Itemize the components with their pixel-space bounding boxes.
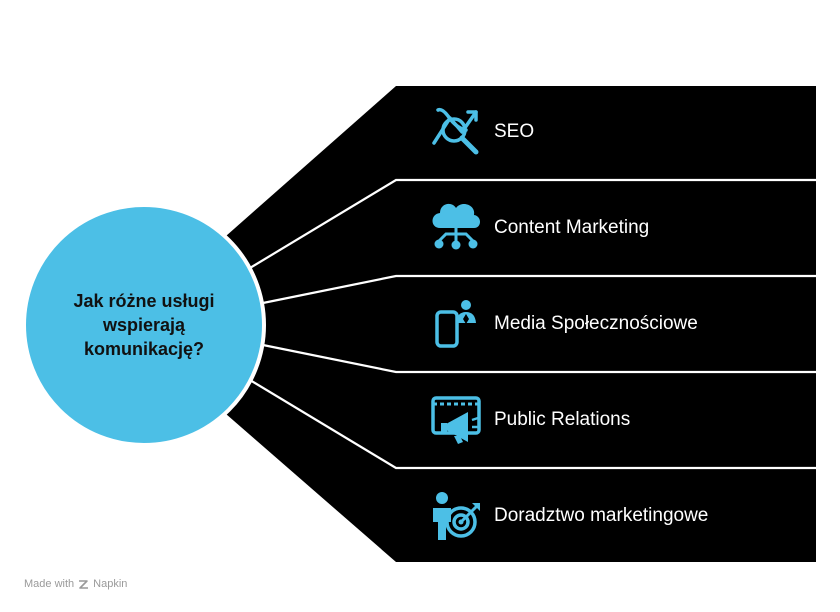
mobile-user-icon: [435, 300, 476, 348]
center-circle: [22, 203, 266, 447]
divider-2: [257, 274, 816, 306]
divider-3: [257, 342, 816, 374]
napkin-logo-icon: [79, 579, 89, 589]
divider-lines: [239, 178, 816, 470]
item-label-content-marketing: Content Marketing: [494, 217, 650, 238]
megaphone-screen-icon: [431, 396, 481, 444]
item-label-seo: SEO: [494, 121, 535, 142]
center-question: Jak różne usługi wspierają komunikację?: [40, 280, 248, 370]
divider-4: [239, 373, 816, 470]
target-advisor-icon: [433, 492, 480, 540]
services-panel: [226, 86, 816, 562]
center-question-line-2: wspierają: [102, 315, 186, 335]
item-label-marketing-advisory: Doradztwo marketingowe: [494, 505, 709, 526]
item-label-public-relations: Public Relations: [494, 409, 631, 430]
cloud-network-icon: [432, 203, 480, 250]
seo-analytics-icon: [432, 107, 479, 155]
divider-1: [239, 178, 816, 275]
footer-made-with: Made with: [24, 578, 75, 590]
footer-brand: Napkin: [93, 578, 128, 590]
item-label-social-media: Media Społecznościowe: [494, 313, 698, 334]
footer-credit: Made with Napkin: [24, 576, 127, 592]
center-question-line-3: komunikację?: [83, 339, 205, 359]
center-question-line-1: Jak różne usługi: [73, 291, 215, 311]
